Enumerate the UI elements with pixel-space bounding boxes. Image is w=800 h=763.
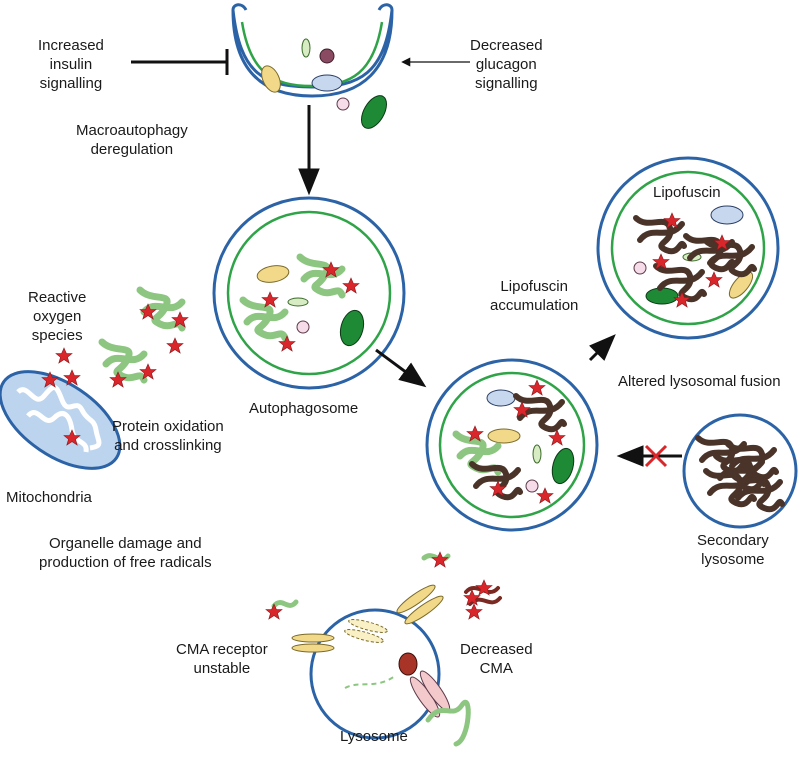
phagophore — [231, 3, 394, 129]
blocked-x-mark — [644, 444, 668, 468]
label-lipofuscin: Lipofuscin — [653, 184, 721, 201]
label-organelle-damage: Organelle damage and production of free … — [39, 535, 212, 571]
label-lysosome: Lysosome — [340, 728, 408, 745]
lipofuscin-arrow — [588, 334, 616, 362]
label-secondary-lysosome: Secondary lysosome — [697, 532, 769, 568]
label-cma-receptor: CMA receptor unstable — [176, 641, 268, 677]
label-decreased-cma: Decreased CMA — [460, 641, 533, 677]
label-protein-oxidation: Protein oxidation and crosslinking — [112, 418, 224, 454]
autolysosome — [425, 358, 599, 532]
ros-star — [55, 347, 73, 364]
lipofuscin-lysosome — [596, 156, 780, 340]
secondary-lysosome — [682, 413, 798, 529]
label-decreased-glucagon: Decreased glucagon signalling — [470, 37, 543, 92]
cma-lysosome — [265, 551, 502, 747]
mitochondria — [0, 369, 122, 470]
label-autophagosome: Autophagosome — [249, 400, 359, 417]
fusion-arrow — [375, 348, 427, 388]
label-macroautophagy: Macroautophagy deregulation — [76, 122, 188, 158]
label-mitochondria: Mitochondria — [6, 489, 92, 506]
label-reactive-oxygen: Reactive oxygen species — [28, 289, 87, 344]
label-altered-fusion: Altered lysosomal fusion — [618, 373, 781, 390]
label-lipofuscin-accumulation: Lipofuscin accumulation — [490, 278, 579, 314]
oxidized-proteins — [102, 290, 189, 388]
autophagosome — [212, 196, 406, 390]
label-increased-insulin: Increased insulin signalling — [38, 37, 104, 92]
